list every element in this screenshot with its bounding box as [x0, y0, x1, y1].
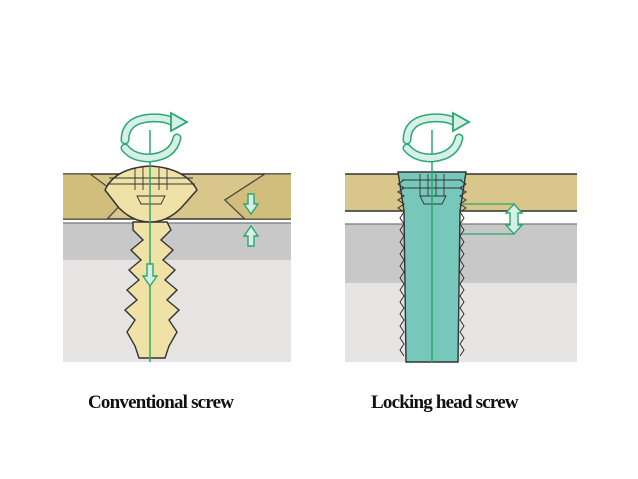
cancellous-bone	[345, 283, 577, 362]
arrow-up-icon	[242, 224, 260, 247]
arrow-down-icon	[141, 263, 159, 288]
caption-locking-head-screw: Locking head screw	[371, 392, 519, 413]
conventional-screw-diagram	[63, 111, 291, 362]
conventional-screw-head	[104, 165, 198, 223]
locking-screw-diagram	[345, 111, 577, 363]
double-arrow-icon	[504, 202, 524, 236]
rotation-arrow-icon	[402, 111, 471, 163]
cortical-bone	[63, 223, 291, 260]
arrow-down-icon	[242, 193, 260, 216]
locking-screw-threads	[397, 179, 467, 357]
conventional-screw-shaft	[123, 221, 181, 359]
caption-conventional-screw: Conventional screw	[88, 392, 234, 413]
rotation-arrow-icon	[120, 111, 189, 163]
